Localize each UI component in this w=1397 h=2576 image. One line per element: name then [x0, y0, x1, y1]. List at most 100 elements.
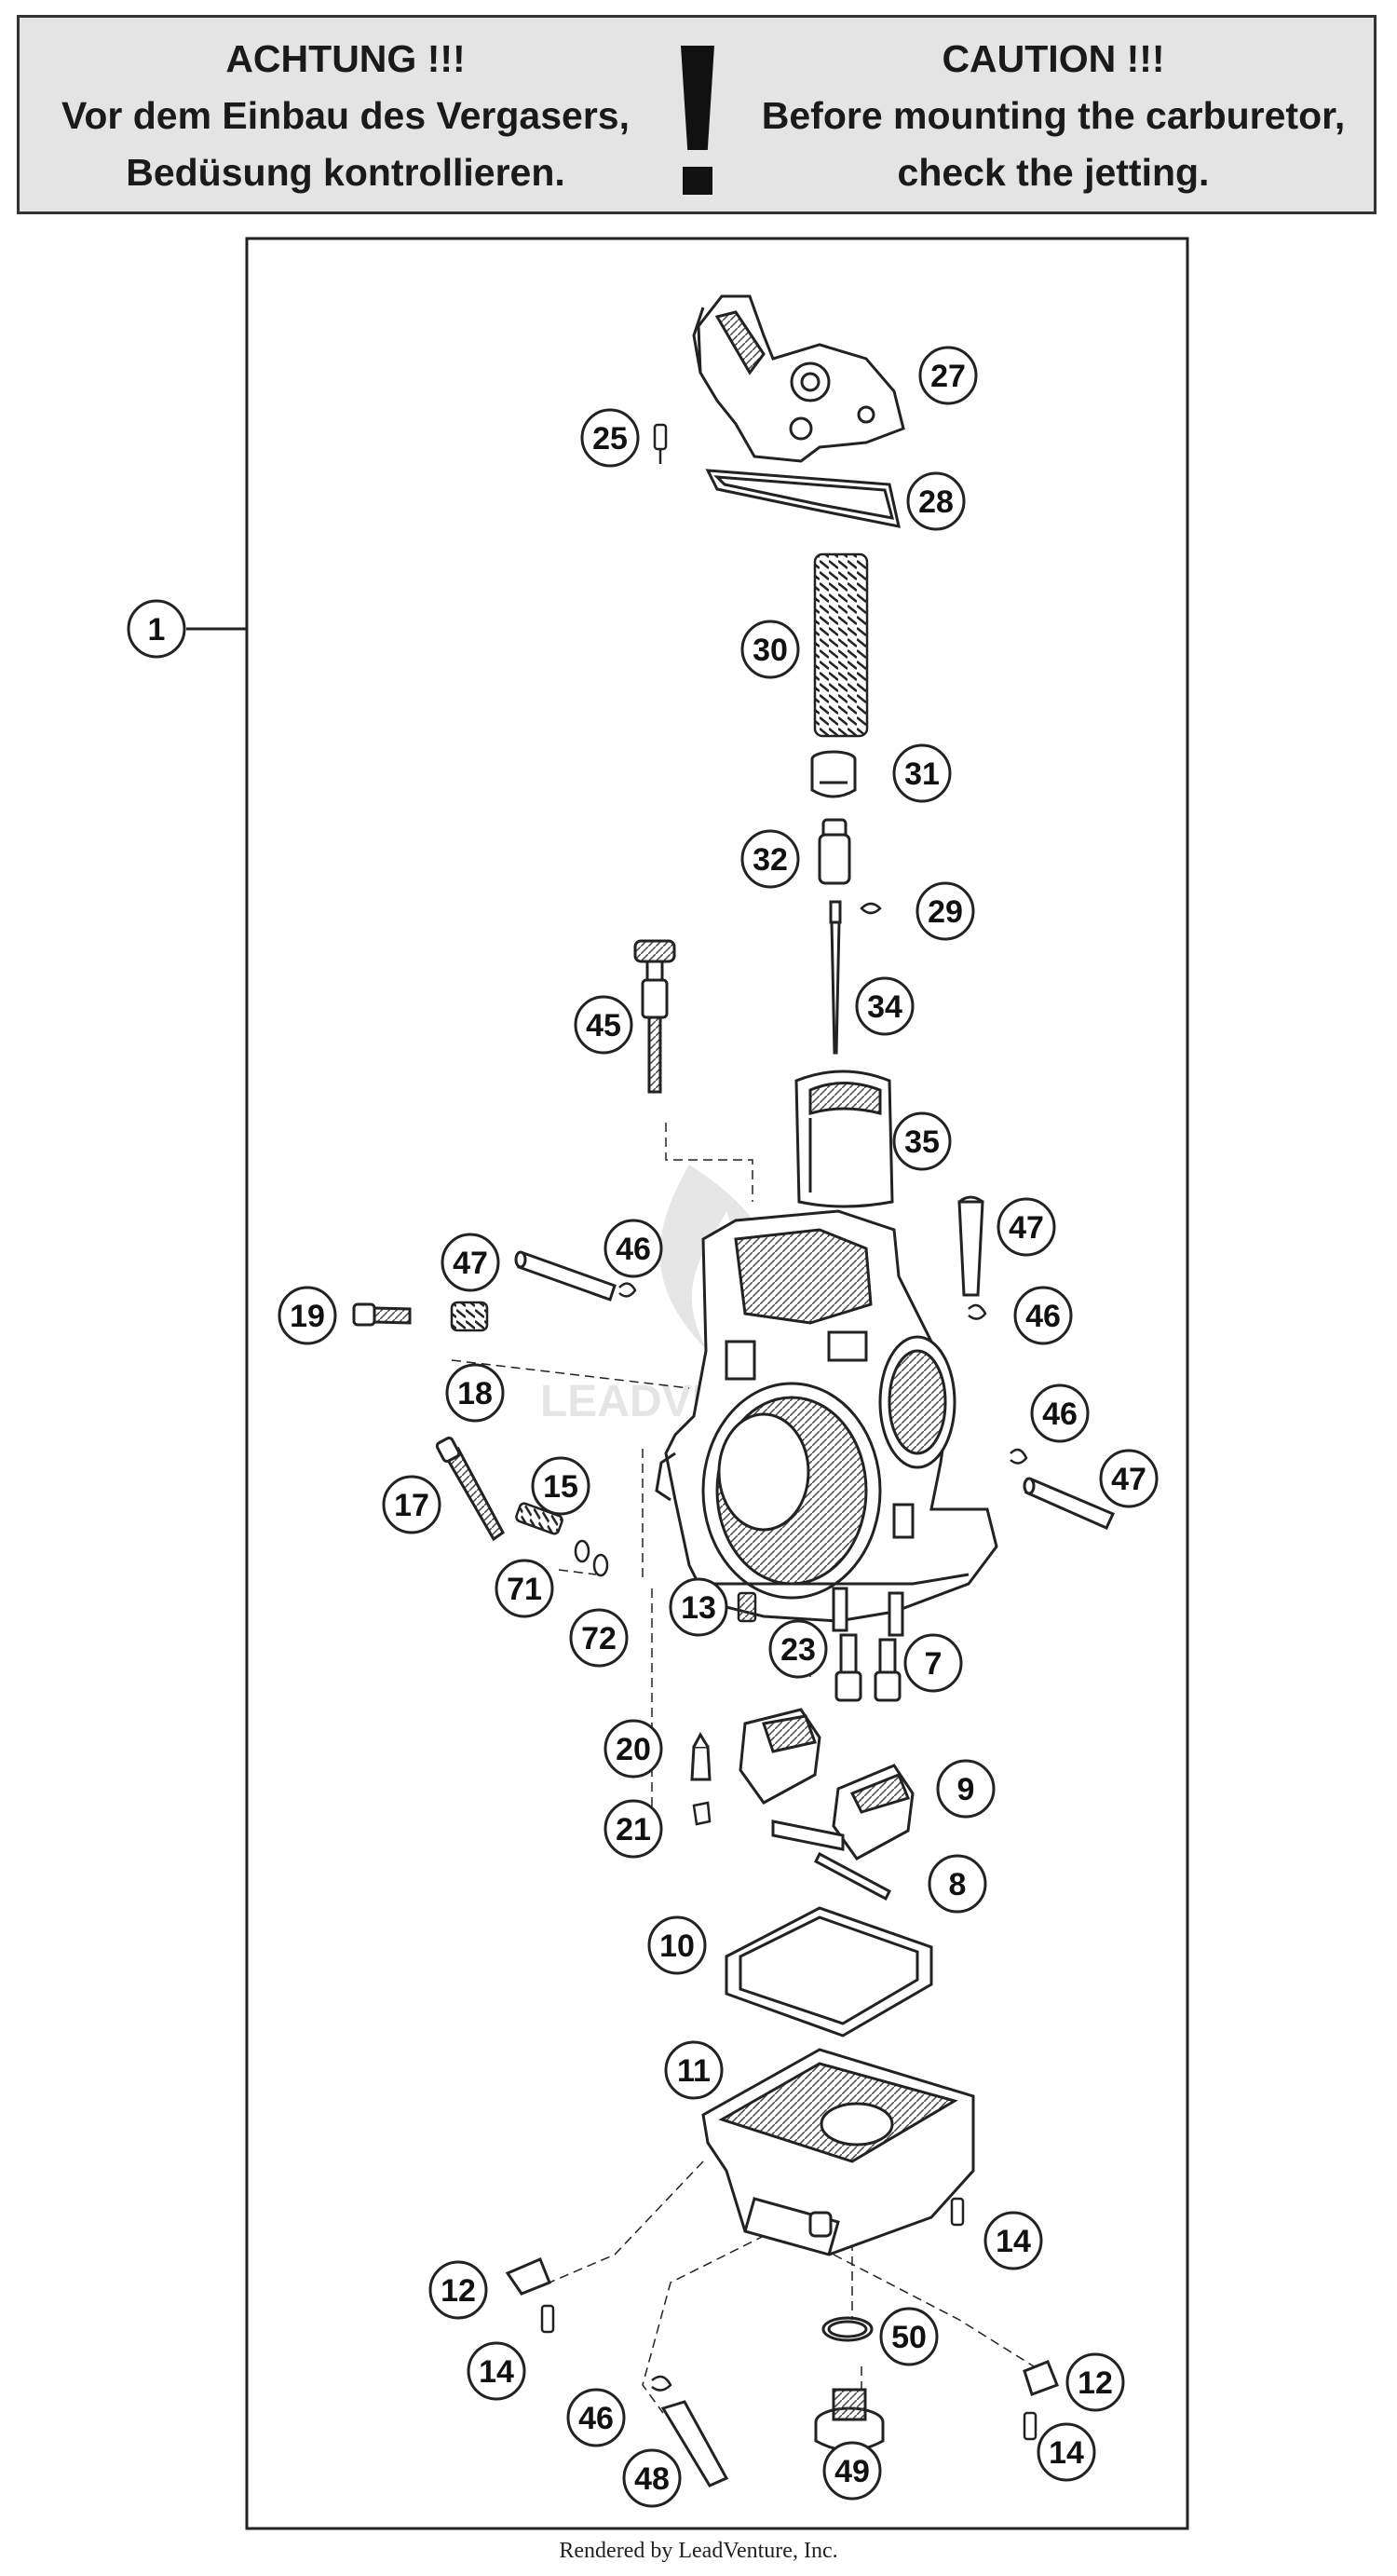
- callout-label: 20: [616, 1732, 651, 1767]
- callout-label: 13: [681, 1590, 716, 1626]
- english-warning-title: CAUTION !!!: [942, 37, 1165, 80]
- footer-credit: Rendered by LeadVenture, Inc.: [559, 2539, 838, 2563]
- callout-12: 12: [1065, 2352, 1125, 2412]
- callout-48: 48: [622, 2448, 682, 2508]
- callout-label: 50: [891, 2320, 927, 2355]
- callout-19: 19: [278, 1286, 337, 1345]
- callout-label: 34: [867, 989, 902, 1025]
- idle-mixture-screw-part: [435, 1436, 505, 1542]
- callout-label: 9: [957, 1772, 975, 1807]
- callout-31: 31: [892, 743, 952, 803]
- vent-hose-part-lower: [660, 2400, 729, 2487]
- callout-label: 15: [543, 1469, 578, 1505]
- carburetor-body-part: [655, 1209, 998, 1637]
- float-bowl-part: [701, 2048, 975, 2256]
- float-bowl-gasket-part: [725, 1906, 933, 2038]
- throttle-slide-part: [794, 1070, 894, 1208]
- callout-label: 14: [996, 2224, 1031, 2259]
- callout-label: 47: [453, 1246, 488, 1281]
- callout-47: 47: [1099, 1449, 1159, 1508]
- callout-label: 27: [930, 359, 966, 394]
- caution-banner: ACHTUNG !!! Vor dem Einbau des Vergasers…: [17, 15, 1377, 214]
- callout-label: 18: [457, 1376, 493, 1411]
- washer-oring-parts: [574, 1539, 609, 1577]
- exclamation-icon: [675, 36, 720, 204]
- cover-gasket-part: [705, 469, 901, 528]
- callout-label: 11: [677, 2053, 711, 2089]
- german-warning-line-2: Bedüsung kontrollieren.: [126, 151, 565, 194]
- callout-35: 35: [892, 1111, 952, 1171]
- hose-clip-parts: [618, 1282, 1028, 2392]
- callout-30: 30: [740, 620, 800, 679]
- needle-jet-part: [834, 1633, 862, 1702]
- callout-49: 49: [822, 2441, 882, 2501]
- callout-label: 32: [753, 842, 788, 878]
- callout-18: 18: [445, 1363, 505, 1423]
- slide-spring-part: [813, 552, 869, 738]
- callout-label: 14: [1049, 2435, 1084, 2471]
- callout-label: 46: [578, 2401, 614, 2436]
- pilot-jet-part: [737, 1591, 757, 1623]
- callout-label: 25: [592, 421, 628, 457]
- callout-7: 7: [903, 1633, 963, 1693]
- callout-label: 45: [586, 1008, 621, 1043]
- assembly-frame: [245, 237, 1189, 2530]
- callout-27: 27: [918, 346, 978, 405]
- callout-10: 10: [647, 1915, 707, 1975]
- english-warning: CAUTION !!! Before mounting the carburet…: [727, 31, 1379, 201]
- main-jet-part: [874, 1638, 902, 1702]
- callout-12: 12: [428, 2260, 488, 2320]
- callout-label: 30: [753, 633, 788, 668]
- callout-11: 11: [664, 2040, 724, 2100]
- callout-46: 46: [1013, 1286, 1073, 1345]
- callout-9: 9: [936, 1759, 996, 1819]
- jet-needle-part: [829, 900, 842, 1055]
- callout-34: 34: [855, 976, 915, 1036]
- callout-label: 28: [918, 484, 954, 520]
- callout-47: 47: [997, 1197, 1056, 1257]
- bracket-clamp-parts: [505, 2257, 1059, 2396]
- callout-14: 14: [467, 2341, 526, 2401]
- callout-label: 46: [1042, 1397, 1078, 1432]
- callout-label: 35: [904, 1124, 940, 1160]
- callout-label: 12: [1078, 2365, 1113, 2401]
- callout-label: 8: [949, 1867, 967, 1902]
- vent-hose-part-lower-right: [1023, 1477, 1116, 1530]
- callout-46: 46: [604, 1219, 663, 1278]
- german-warning: ACHTUNG !!! Vor dem Einbau des Vergasers…: [20, 31, 671, 201]
- vent-hose-part-upper-left: [514, 1250, 617, 1302]
- callout-label: 23: [780, 1632, 816, 1668]
- mixture-screw-spring-part: [515, 1502, 563, 1535]
- callout-46: 46: [566, 2388, 626, 2447]
- callout-45: 45: [574, 995, 633, 1055]
- drain-oring-part: [821, 2316, 874, 2342]
- english-warning-line-2: check the jetting.: [897, 151, 1210, 194]
- callout-label: 19: [290, 1299, 325, 1334]
- float-needle-part: [690, 1731, 712, 1781]
- callout-label: 7: [925, 1646, 943, 1682]
- callout-72: 72: [569, 1608, 629, 1668]
- callout-20: 20: [604, 1719, 663, 1779]
- callout-label: 49: [834, 2454, 870, 2489]
- float-part: [739, 1708, 915, 1860]
- callout-label: 29: [928, 894, 963, 930]
- callout-17: 17: [382, 1475, 441, 1534]
- callout-15: 15: [531, 1456, 590, 1516]
- bowl-screw-parts: [540, 2197, 1038, 2441]
- german-warning-title: ACHTUNG !!!: [225, 37, 466, 80]
- callout-29: 29: [916, 881, 975, 941]
- callout-23: 23: [768, 1619, 828, 1679]
- callout-label: 10: [659, 1929, 695, 1964]
- float-needle-clip-part: [692, 1801, 712, 1826]
- callout-46: 46: [1030, 1383, 1090, 1443]
- callout-label: 46: [1025, 1299, 1061, 1334]
- german-warning-line-1: Vor dem Einbau des Vergasers,: [61, 94, 630, 137]
- idle-adjuster-part: [633, 939, 676, 1094]
- float-pin-part: [814, 1851, 891, 1901]
- part-callouts: 1252728303132293445354746474619184647171…: [127, 346, 1159, 2508]
- callout-label: 47: [1009, 1210, 1044, 1246]
- callout-14: 14: [983, 2211, 1043, 2270]
- needle-clip-part: [860, 902, 882, 915]
- callout-71: 71: [495, 1559, 554, 1618]
